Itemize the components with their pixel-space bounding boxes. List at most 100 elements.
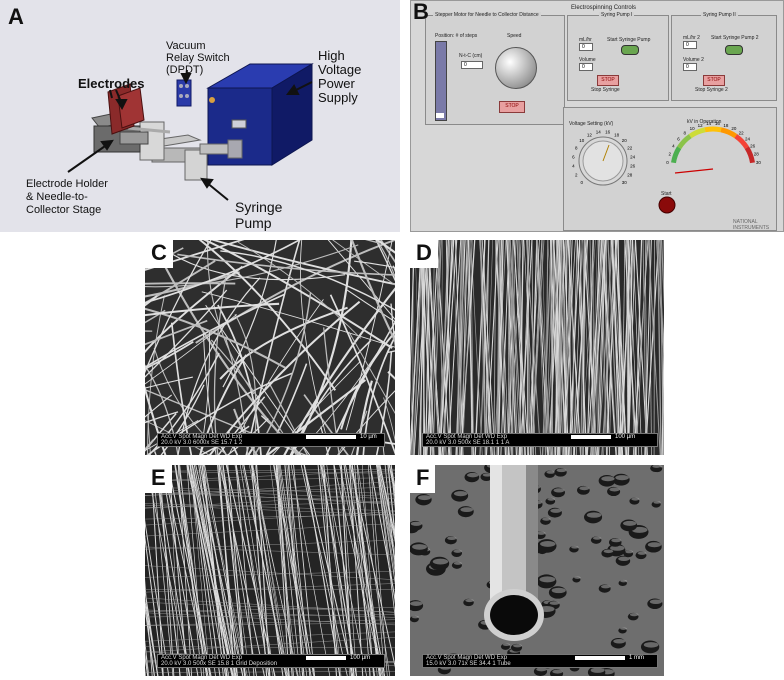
scale-bar-e [306,656,346,660]
start-button[interactable] [658,196,676,214]
pump2-title: Syring Pump II [701,12,738,18]
knob-tick-label: 12 [587,132,593,137]
panel-label-a: A [8,4,24,29]
hv-connector [227,139,243,159]
electrodes [107,83,145,135]
start-label: Start [661,191,672,197]
databar-header-e: Acc.V Spot Magn Det WD Exp [161,655,243,661]
pump2-rate-field[interactable]: 0 [683,41,697,49]
sem-databar-e: Acc.V Spot Magn Det WD Exp 20.0 kV 3.0 5… [157,654,385,668]
panel-label-f: F [410,465,436,493]
label-hv-3: Power [318,76,355,91]
gauge-tick-label: 0 [666,160,669,165]
pump2-start-label: Start Syringe Pump 2 [711,35,759,41]
pump2-rate-label: mL/hr 2 [683,35,700,41]
position-slider[interactable] [435,41,447,121]
pump1-rate-label: mL/hr [579,37,592,43]
gauge-tick-label: 20 [731,126,737,131]
databar-values-c: 20.0 kV 3.0 6000x SE 15.7 1 2 [161,440,243,446]
knob-tick-label: 26 [630,164,636,169]
sem-image-e [145,465,395,676]
gauge-tick-label: 8 [684,131,687,136]
panel-c-sem-random-fibers: C Acc.V Spot Magn Det WD Exp 20.0 kV 3.0… [145,240,395,455]
syringe-pump-1-group [567,15,669,101]
pump1-stop-button[interactable]: STOP [597,75,619,86]
knob-tick-label: 20 [622,138,628,143]
gauge-tick-label: 2 [668,151,671,156]
panel-f-sem-tube: F Acc.V Spot Magn Det WD Exp 15.0 kV 3.0… [410,465,664,676]
position-label: Position: # of steps [435,33,478,39]
gauge-tick-label: 24 [745,137,751,142]
gauge-tick-label: 22 [739,131,745,136]
scale-text-c: 10 µm [360,434,377,440]
pump2-stop-button[interactable]: STOP [703,75,725,86]
label-syringe-2: Pump [235,215,272,231]
scale-bar-c [306,435,356,439]
label-vacuum-relay-1: Vacuum [166,40,206,52]
knob-tick-label: 8 [575,145,578,150]
label-vacuum-relay-2: Relay Switch [166,52,230,64]
knob-tick-label: 14 [596,129,602,134]
apparatus-illustration [67,63,314,201]
panel-label-b: B [413,0,429,24]
voltage-setting-label: Voltage Setting (kV) [569,121,614,127]
knob-tick-label: 4 [572,164,575,169]
panel-d-sem-aligned-fibers: D Acc.V Spot Magn Det WD Exp 20.0 kV 3.0… [410,240,664,455]
nc-field[interactable]: 0 [461,61,483,69]
panel-label-d: D [410,240,438,268]
knob-tick-label: 18 [614,132,620,137]
label-holder-2: & Needle-to- [26,191,88,203]
speed-label: Speed [507,33,522,39]
vacuum-relay-switch [176,79,192,107]
ni-logo-2: INSTRUMENTS [733,225,770,231]
label-hv-1: High [318,48,345,63]
sem-databar-c: Acc.V Spot Magn Det WD Exp 20.0 kV 3.0 6… [157,433,385,447]
panel-b-labview-controls: B Electrospinning Controls Stepper Motor… [410,0,784,232]
gauge-tick-label: 10 [690,126,696,131]
scale-bar-d [571,435,611,439]
knob-tick-label: 6 [572,154,575,159]
panel-e-sem-grid-deposition: E Acc.V Spot Magn Det WD Exp 20.0 kV 3.0… [145,465,395,676]
nc-label: N-t-C (cm) [459,53,483,59]
pump2-start-button[interactable] [725,45,743,55]
gauge-tick-label: 26 [750,144,756,149]
pump1-volume-field[interactable]: 0 [579,63,593,71]
databar-header-c: Acc.V Spot Magn Det WD Exp [161,434,243,440]
sem-image-f [410,465,664,676]
label-holder-3: Collector Stage [26,204,102,216]
panel-a-apparatus-diagram: A [0,0,400,232]
label-holder-1: Electrode Holder [26,178,108,190]
databar-header-f: Acc.V Spot Magn Det WD Exp [426,655,508,661]
kv-operation-label: kV in Operation [687,119,722,125]
ni-logo-1: NATIONAL [733,219,758,225]
speed-knob[interactable] [495,47,537,89]
knob-tick-label: 2 [575,173,578,178]
panel-label-c: C [145,240,173,268]
controls-title: Electrospinning Controls [571,5,637,11]
label-syringe-1: Syringe [235,199,283,215]
pump2-volume-field[interactable]: 0 [683,63,697,71]
pump1-volume-label: Volume [579,57,596,63]
gauge-tick-label: 28 [754,151,760,156]
gauge-tick-label: 14 [706,121,712,126]
sem-databar-d: Acc.V Spot Magn Det WD Exp 20.0 kV 3.0 5… [422,433,658,447]
pump2-volume-label: Volume 2 [683,57,704,63]
pump1-rate-field[interactable]: 0 [579,43,593,51]
gauge-tick-label: 4 [672,144,675,149]
sem-databar-f: Acc.V Spot Magn Det WD Exp 15.0 kV 3.0 7… [422,654,658,668]
knob-tick-label: 28 [627,173,633,178]
scale-bar-f [575,656,625,660]
gauge-tick-label: 18 [723,123,729,128]
position-slider-fill [436,113,444,118]
stepper-stop-button[interactable]: STOP [499,101,525,113]
databar-values-e: 20.0 kV 3.0 500x SE 15.8 1 Grid Depositi… [161,661,278,667]
knob-tick-label: 24 [630,154,636,159]
pump1-start-label: Start Syringe Pump [607,37,651,43]
label-hv-2: Voltage [318,62,362,77]
pump1-start-button[interactable] [621,45,639,55]
knob-tick-label: 16 [605,129,611,134]
syringe-pump [138,121,229,181]
gauge-tick-label: 12 [698,123,704,128]
